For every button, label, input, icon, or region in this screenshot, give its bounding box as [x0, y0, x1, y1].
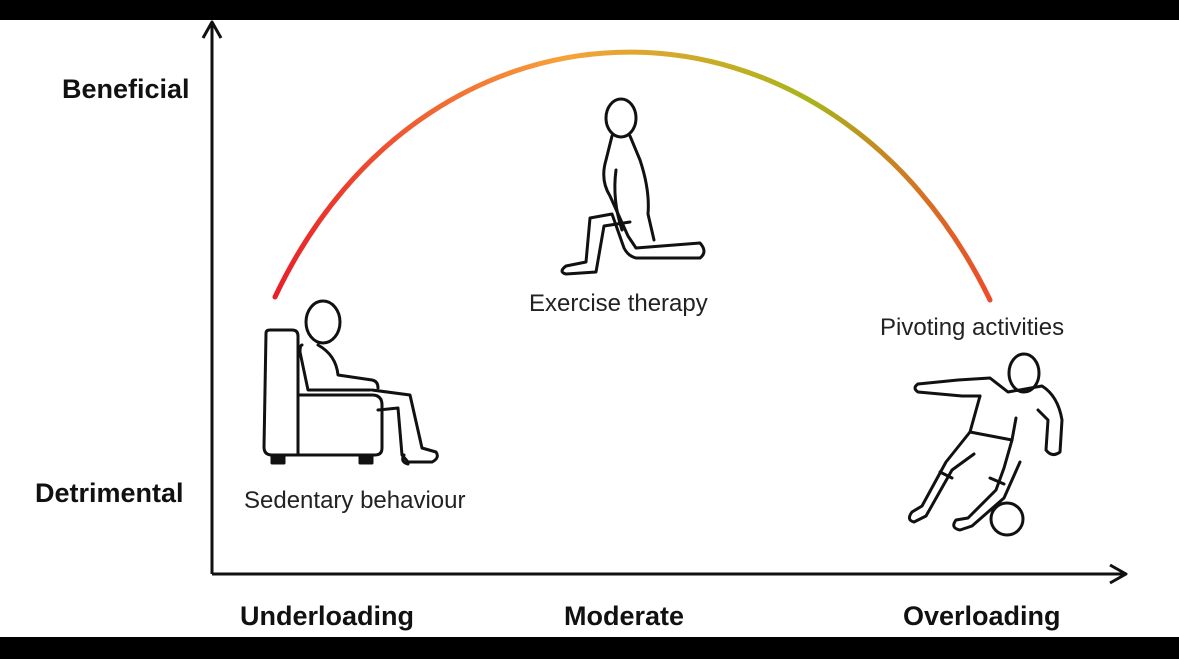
x-axis: [212, 563, 1128, 585]
x-axis-middle-label: Moderate: [564, 601, 685, 631]
x-axis-right-label: Overloading: [903, 601, 1061, 631]
y-axis: [201, 20, 223, 574]
y-axis-bottom-label: Detrimental: [35, 478, 184, 508]
person-seated-armchair-icon: [262, 299, 439, 466]
caption-exercise: Exercise therapy: [529, 290, 708, 317]
soccer-player-kicking-icon: [907, 352, 1064, 537]
person-lunge-icon: [560, 97, 706, 276]
benefit-curve: [272, 49, 993, 303]
caption-pivoting: Pivoting activities: [880, 314, 1065, 341]
diagram-panel: [0, 20, 1179, 637]
y-axis-top-label: Beneficial: [62, 74, 190, 104]
caption-sedentary: Sedentary behaviour: [244, 487, 466, 514]
x-axis-left-label: Underloading: [240, 601, 414, 631]
